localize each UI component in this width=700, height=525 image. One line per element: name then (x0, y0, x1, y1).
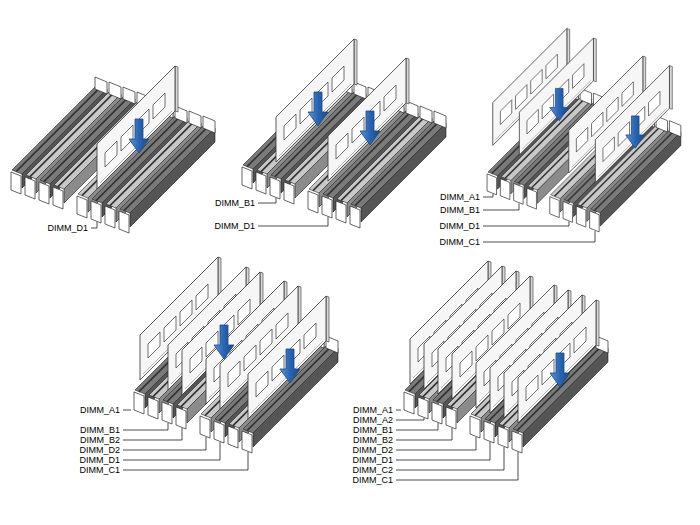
leader-line (258, 198, 276, 203)
slot-label: DIMM_A2 (353, 415, 393, 425)
leader-line (396, 428, 452, 440)
slot-label: DIMM_B2 (353, 435, 393, 445)
panel-two (242, 39, 446, 228)
panel-five (404, 261, 608, 453)
leader-line (396, 447, 504, 470)
leader-line (483, 194, 493, 197)
slot-label: DIMM_C2 (352, 465, 393, 475)
slot-label: DIMM_B2 (80, 435, 120, 445)
leader-line (483, 231, 595, 242)
slot-label: DIMM_A1 (353, 405, 393, 415)
module (595, 66, 672, 183)
leader-line (123, 442, 220, 460)
leader-line (483, 222, 569, 227)
arrow (129, 119, 149, 153)
leader-line (258, 217, 328, 226)
slot-label: DIMM_D1 (439, 221, 480, 231)
arrow (550, 88, 569, 120)
panel-three (487, 29, 681, 232)
arrow (550, 353, 570, 387)
leader-line (123, 452, 248, 470)
leader-line (396, 437, 476, 450)
leader-line (123, 423, 168, 430)
leader-line (396, 442, 490, 460)
leader-line (123, 428, 182, 440)
leader-line (123, 437, 206, 450)
arrow (626, 116, 645, 148)
slot-label: DIMM_B1 (215, 198, 255, 208)
slot-label: DIMM_C1 (439, 237, 480, 247)
panel-four (134, 257, 338, 453)
leader-line (483, 204, 519, 211)
module (518, 300, 599, 423)
arrow (308, 92, 328, 126)
module (248, 296, 329, 419)
slot-label: DIMM_C1 (352, 475, 393, 485)
slot-label: DIMM_D1 (214, 221, 255, 231)
module (328, 58, 409, 181)
leader-line (396, 452, 518, 480)
slot-label: DIMM_D1 (47, 223, 88, 233)
slot-label: DIMM_B1 (440, 205, 480, 215)
leader-line (396, 410, 401, 411)
slot-label: DIMM_D2 (79, 445, 120, 455)
panel-one (11, 66, 215, 233)
leader-lines (91, 194, 595, 480)
slot-label: DIMM_B1 (353, 425, 393, 435)
slot-label: DIMM_C1 (79, 465, 120, 475)
arrow (214, 325, 234, 359)
slot-label: DIMM_D1 (352, 455, 393, 465)
leader-line (123, 410, 131, 411)
slot-label: DIMM_A1 (440, 192, 480, 202)
arrow (360, 111, 380, 145)
leader-line (91, 222, 97, 228)
slot-label: DIMM_D1 (79, 455, 120, 465)
leader-line (396, 423, 438, 430)
slot-label: DIMM_A1 (80, 405, 120, 415)
slot-label: DIMM_D2 (352, 445, 393, 455)
arrow (280, 349, 300, 383)
module (97, 66, 178, 189)
slot-label: DIMM_B1 (80, 425, 120, 435)
leader-line (396, 418, 424, 420)
